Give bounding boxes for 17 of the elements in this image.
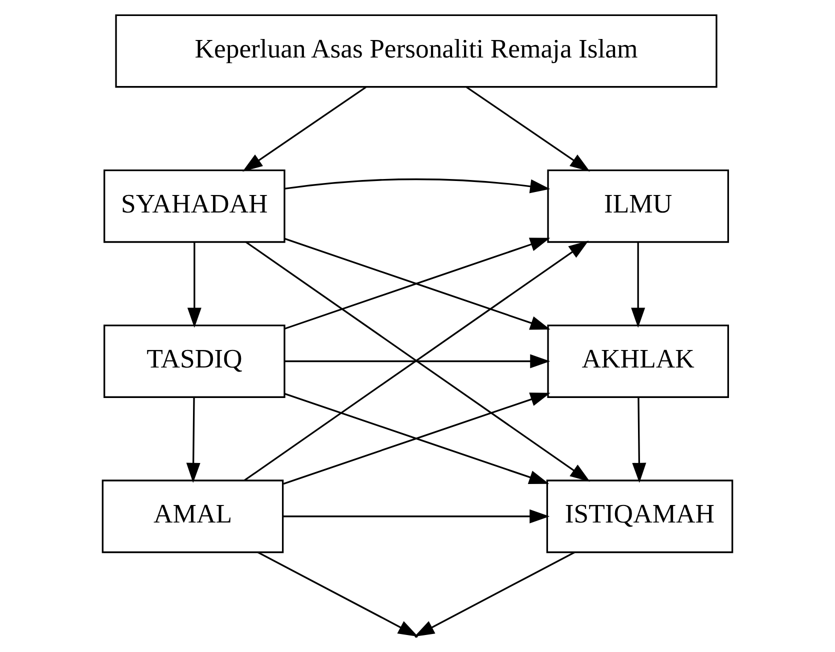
node-box: SYAHADAH (104, 169, 286, 243)
arrow (187, 242, 202, 328)
arrow (631, 242, 646, 328)
arrow (284, 354, 550, 368)
node-box: TASDIQ (104, 324, 286, 398)
node-box: AMAL (102, 480, 284, 554)
arrow (283, 509, 550, 524)
arrow (186, 397, 200, 483)
arrow (632, 397, 646, 483)
arrow (284, 178, 550, 194)
node-box: AKHLAK (547, 324, 729, 398)
arrow (466, 86, 590, 172)
arrow (284, 238, 550, 330)
node-box: ILMU (547, 169, 729, 243)
node-box: Keperluan Asas Personaliti Remaja Islam (115, 14, 718, 88)
node-box: ISTIQAMAH (546, 480, 734, 554)
arrow (242, 86, 366, 172)
